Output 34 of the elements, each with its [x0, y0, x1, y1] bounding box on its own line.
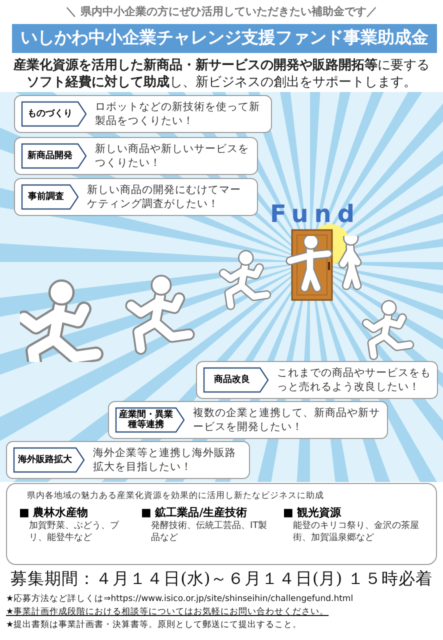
- speech-card: [14, 178, 258, 216]
- category-heading: ■ 農林水産物: [19, 506, 90, 520]
- note-text: ★提出書類は事業計画書・決算書等。原則として郵送にて提出すること。: [6, 619, 303, 632]
- card-text: 海外企業等と連携し海外販路拡大を目指したい！: [93, 446, 237, 474]
- category-tag: 事前調査: [21, 184, 79, 210]
- card-text: これまでの商品やサービスをもっと売れるよう改良したい！: [277, 366, 431, 394]
- category-examples: 加賀野菜、ぶどう、ブリ、能登牛など: [28, 520, 120, 544]
- card-text: 複数の企業と連携して、新商品や新サービスを開発したい！: [193, 406, 381, 434]
- category-tag: 商品改良: [203, 367, 269, 393]
- speech-card: [14, 137, 258, 175]
- illustration-heading: Fund: [270, 199, 361, 230]
- category-examples: 能登のキリコ祭り、金沢の茶屋街、加賀温泉郷など: [292, 520, 420, 544]
- category-heading: ■ 鉱工業品/生産技術: [141, 506, 248, 520]
- title-banner: いしかわ中小企業チャレンジ支援ファンド事業助成金: [12, 24, 437, 53]
- panel-heading: 県内各地域の魅力ある産業化資源を効果的に活用し新たなビジネスに助成: [27, 490, 324, 503]
- card-text: ロボットなどの新技術を使って新製品をつくりたい！: [95, 100, 261, 128]
- note-text: ★事業計画作成段階における相談等についてはお気軽にお問い合わせください。: [6, 606, 330, 619]
- note-text: ★応募方法など詳しくは⇒https://www.isico.or.jp/site/shinseihin/challengefund.html: [6, 593, 354, 606]
- category-tag: ものづくり: [21, 101, 87, 127]
- category-heading: ■ 観光資源: [283, 506, 342, 520]
- intro-text: 産業化資源を活用した新商品・新サービスの開発や販路開拓等に要するソフト経費に対して助成し、新ビジネスの創出をサポートします。: [12, 57, 430, 91]
- category-tag: 新商品開発: [21, 143, 87, 169]
- resource-panel: [6, 483, 437, 565]
- speech-card: [14, 95, 272, 133]
- application-period: 募集期間：４月１４日(水)～６月１４日(月) １５時必着: [10, 568, 434, 590]
- category-tag: 産業間・異業種等連携: [115, 407, 185, 433]
- card-text: 新しい商品の開発にむけてマーケティング調査がしたい！: [87, 183, 242, 211]
- category-examples: 発酵技術、伝統工芸品、IT製品など: [150, 520, 268, 544]
- category-tag: 海外販路拡大: [13, 447, 85, 473]
- speech-card: [108, 401, 388, 439]
- tagline: ＼ 県内中小企業の方にぜひ活用していただきたい補助金です／: [64, 4, 378, 20]
- speech-card: [6, 441, 250, 479]
- card-text: 新しい商品や新しいサービスをつくりたい！: [95, 142, 250, 170]
- speech-card: [196, 361, 438, 399]
